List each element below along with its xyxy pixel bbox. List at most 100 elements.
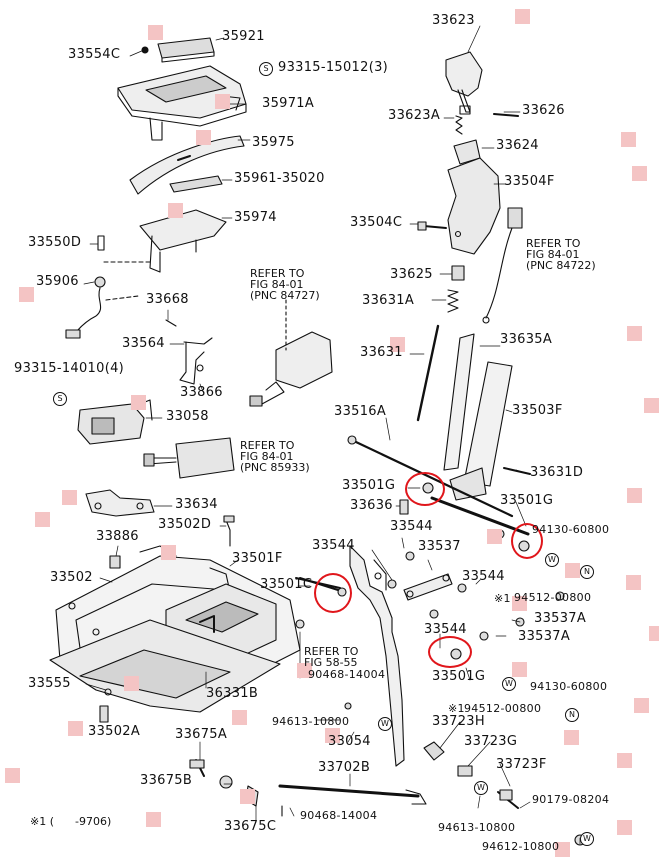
part-label-33634[interactable]: 33634 [175,497,218,512]
hotspot-marker[interactable] [627,488,642,503]
hotspot-marker[interactable] [390,337,405,352]
part-label-90468-14004[interactable]: 90468-14004 [300,809,378,822]
part-label-33554c[interactable]: 33554C [68,47,121,62]
part-label-33544[interactable]: 33544 [312,538,355,553]
part-label-35921[interactable]: 35921 [222,29,265,44]
hotspot-marker[interactable] [35,512,50,527]
part-label-33501c[interactable]: 33501C [260,577,313,592]
part-label-33537a[interactable]: 33537A [534,611,587,626]
part-label-90179-08204[interactable]: 90179-08204 [532,793,610,806]
part-label-35971a[interactable]: 35971A [262,96,315,111]
part-label-33623a[interactable]: 33623A [388,108,441,123]
part-label-33555[interactable]: 33555 [28,676,71,691]
hotspot-marker[interactable] [626,575,641,590]
part-label-33502[interactable]: 33502 [50,570,93,585]
part-label-35961-35020[interactable]: 35961-35020 [234,171,325,186]
part-label-33544[interactable]: 33544 [462,569,505,584]
part-label-35906[interactable]: 35906 [36,274,79,289]
hotspot-marker[interactable] [617,753,632,768]
part-label-33723h[interactable]: 33723H [432,714,485,729]
part-label-33668[interactable]: 33668 [146,292,189,307]
hotspot-marker[interactable] [232,710,247,725]
hotspot-marker[interactable] [487,529,502,544]
part-label-33544[interactable]: 33544 [390,519,433,534]
hotspot-marker[interactable] [515,9,530,24]
hotspot-marker[interactable] [131,395,146,410]
hotspot-marker[interactable] [644,398,659,413]
hotspot-marker[interactable] [512,596,527,611]
part-label-33504f[interactable]: 33504F [504,174,555,189]
hotspot-marker[interactable] [161,545,176,560]
refer-to-fig-58-55[interactable]: REFER TO FIG 58-55 [304,646,358,668]
hotspot-marker[interactable] [649,626,659,641]
part-label-94613-10800[interactable]: 94613-10800 [438,821,516,834]
hotspot-marker[interactable] [565,563,580,578]
part-label-33503f[interactable]: 33503F [512,403,563,418]
part-label-33675b[interactable]: 33675B [140,773,193,788]
part-label-33631[interactable]: 33631 [360,345,403,360]
part-label-33723f[interactable]: 33723F [496,757,547,772]
part-label-33886[interactable]: 33886 [96,529,139,544]
part-label-94512-00800[interactable]: 94512-00800 [464,702,542,715]
part-label-33631a[interactable]: 33631A [362,293,415,308]
hotspot-marker[interactable] [240,789,255,804]
part-label-33504c[interactable]: 33504C [350,215,403,230]
hotspot-marker[interactable] [627,326,642,341]
hotspot-marker[interactable] [621,132,636,147]
part-label-94613-10800[interactable]: 94613-10800 [272,715,350,728]
part-label-33537a[interactable]: 33537A [518,629,571,644]
hotspot-marker[interactable] [297,663,312,678]
hotspot-marker[interactable] [19,287,34,302]
hotspot-marker[interactable] [512,662,527,677]
part-label-33054[interactable]: 33054 [328,734,371,749]
hotspot-marker[interactable] [196,130,211,145]
hotspot-marker[interactable] [68,721,83,736]
hotspot-marker[interactable] [148,25,163,40]
hotspot-marker[interactable] [62,490,77,505]
part-label-35974[interactable]: 35974 [234,210,277,225]
hotspot-marker[interactable] [168,203,183,218]
part-label-33723g[interactable]: 33723G [464,734,518,749]
part-label-33675a[interactable]: 33675A [175,727,228,742]
hotspot-marker[interactable] [325,728,340,743]
part-label-33501f[interactable]: 33501F [232,551,283,566]
part-label-36331b[interactable]: 36331B [206,686,259,701]
part-label-33675c[interactable]: 33675C [224,819,277,834]
part-label-94512-00800[interactable]: 94512-00800 [514,591,592,604]
part-label-33564[interactable]: 33564 [122,336,165,351]
hotspot-marker[interactable] [617,820,632,835]
part-label-33623[interactable]: 33623 [432,13,475,28]
part-label-33631d[interactable]: 33631D [530,465,584,480]
part-label-33537[interactable]: 33537 [418,539,461,554]
part-label-33502d[interactable]: 33502D [158,517,212,532]
part-label-93315-15012[interactable]: 93315-15012(3) [278,60,389,75]
part-label-33635a[interactable]: 33635A [500,332,553,347]
refer-to-fig-84-01-pnc-84727[interactable]: REFER TO FIG 84-01 (PNC 84727) [250,268,320,301]
part-label-33550d[interactable]: 33550D [28,235,82,250]
part-label-33058[interactable]: 33058 [166,409,209,424]
part-label-33501g[interactable]: 33501G [500,493,554,508]
hotspot-marker[interactable] [124,676,139,691]
hotspot-marker[interactable] [555,842,570,857]
part-label-35975[interactable]: 35975 [252,135,295,150]
part-label-33866[interactable]: 33866 [180,385,223,400]
part-label-33624[interactable]: 33624 [496,138,539,153]
hotspot-marker[interactable] [215,94,230,109]
hotspot-marker[interactable] [5,768,20,783]
part-label-94130-60800[interactable]: 94130-60800 [532,523,610,536]
hotspot-marker[interactable] [632,166,647,181]
part-label-33516a[interactable]: 33516A [334,404,387,419]
part-label-33626[interactable]: 33626 [522,103,565,118]
part-label-33544[interactable]: 33544 [424,622,467,637]
part-label-93315-14010[interactable]: 93315-14010(4) [14,361,125,376]
part-label-33501g[interactable]: 33501G [342,478,396,493]
hotspot-marker[interactable] [564,730,579,745]
refer-to-fig-84-01-pnc-85933[interactable]: REFER TO FIG 84-01 (PNC 85933) [240,440,310,473]
part-label-94130-60800[interactable]: 94130-60800 [530,680,608,693]
part-label-33625[interactable]: 33625 [390,267,433,282]
part-label-33501g[interactable]: 33501G [432,669,486,684]
part-label-33636[interactable]: 33636 [350,498,393,513]
part-label-33702b[interactable]: 33702B [318,760,371,775]
hotspot-marker[interactable] [146,812,161,827]
refer-to-fig-84-01-pnc-84722[interactable]: REFER TO FIG 84-01 (PNC 84722) [526,238,596,271]
